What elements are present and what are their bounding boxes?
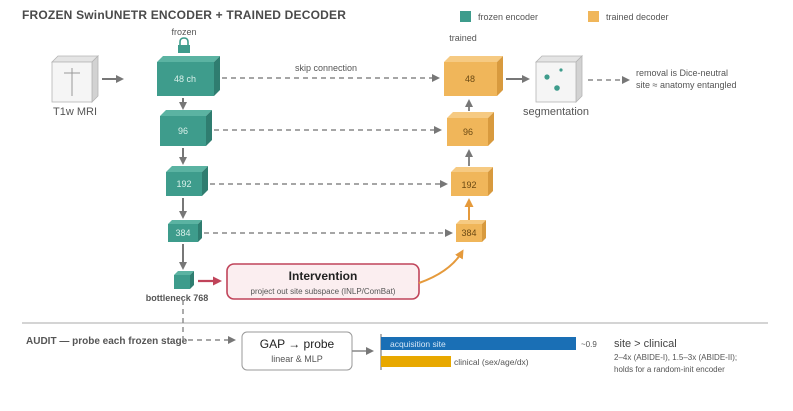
decoder-block-3 [451,167,493,196]
result-line-2: holds for a random-init encoder [614,365,725,374]
legend-encoder-label: frozen encoder [478,12,538,22]
intervention-box [226,263,420,300]
probe-subtitle: linear & MLP [271,354,323,364]
encoder-bottleneck-block [174,271,194,289]
bar-clinical-label: clinical (sex/age/dx) [454,357,529,367]
encoder-label-2: 96 [178,126,188,136]
encoder-block-4 [168,220,202,242]
decoder-label-4: 384 [461,228,476,238]
note-line-2: site ≈ anatomy entangled [636,80,737,90]
probe-title: GAP → probe [260,337,335,351]
frozen-label: frozen [171,27,196,37]
segmentation-cube [535,55,583,103]
bar-clinical [381,356,451,367]
bottleneck-label: bottleneck 768 [146,293,209,303]
arrow-bottleneck-to-probe [182,300,236,344]
result-line-1: 2–4x (ABIDE-I), 1.5–3x (ABIDE-II); [614,353,737,362]
output-label: segmentation [523,106,589,118]
bar-acquisition-site-value: ~0.9 [581,340,597,349]
encoder-block-3 [166,166,208,196]
legend-decoder-swatch [588,11,599,22]
trained-label: trained [449,33,477,43]
skip-connection-label: skip connection [295,63,357,73]
diagram-title: FROZEN SwinUNETR ENCODER + TRAINED DECOD… [22,8,346,22]
decoder-block-2 [447,112,494,146]
bar-acquisition-site [381,337,576,350]
intervention-title: Intervention [289,269,358,283]
input-label: T1w MRI [53,106,97,118]
decoder-label-2: 96 [463,127,473,137]
decoder-block-4 [456,220,486,242]
lock-icon [178,37,190,53]
legend-encoder-swatch [460,11,471,22]
decoder-label-1: 48 [465,74,475,84]
encoder-label-4: 384 [175,228,190,238]
bar-acquisition-site-label: acquisition site [390,339,446,349]
legend-decoder-label: trained decoder [606,12,669,22]
encoder-block-1 [157,56,220,96]
result-title: site > clinical [614,338,677,350]
encoder-block-2 [160,110,212,146]
intervention-subtitle: project out site subspace (INLP/ComBat) [251,287,396,296]
note-line-1: removal is Dice-neutral [636,68,728,78]
encoder-label-3: 192 [176,179,191,189]
decoder-label-3: 192 [461,180,476,190]
encoder-label-1: 48 ch [174,74,196,84]
decoder-block-1 [444,56,503,96]
audit-label: AUDIT — probe each frozen stage [26,336,188,347]
arrow-intervention-to-decoder [418,249,464,284]
mri-input-cube [51,55,99,103]
